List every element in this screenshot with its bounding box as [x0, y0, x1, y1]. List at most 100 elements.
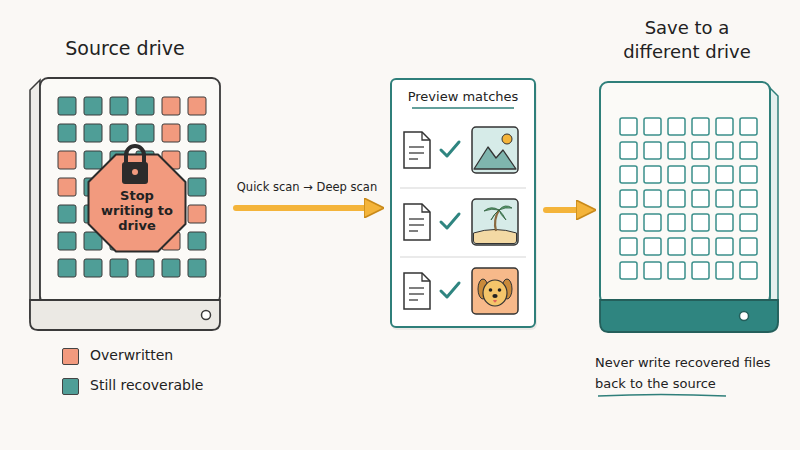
data-block [162, 259, 180, 277]
empty-block [692, 190, 709, 207]
drive-heading: Save to a different drive [612, 16, 762, 64]
empty-block [668, 190, 685, 207]
empty-block [620, 190, 637, 207]
empty-block [644, 262, 661, 279]
data-block [162, 97, 180, 115]
empty-block [668, 118, 685, 135]
empty-block [740, 142, 757, 159]
data-block [84, 124, 102, 142]
data-block [110, 97, 128, 115]
empty-block [692, 214, 709, 231]
legend-swatch [62, 378, 79, 395]
empty-block [668, 142, 685, 159]
flow-arrow [546, 207, 590, 213]
empty-block [692, 166, 709, 183]
source-drive-art [30, 78, 220, 330]
edge-label: Quick scan → Deep scan [227, 180, 387, 194]
empty-block [692, 262, 709, 279]
data-block [58, 259, 76, 277]
data-block [84, 151, 102, 169]
empty-block [740, 238, 757, 255]
drive-heading: Source drive [20, 36, 230, 60]
warning-note: Never write recovered files back to the … [595, 352, 787, 394]
empty-block [740, 214, 757, 231]
drive-side [770, 88, 778, 330]
empty-block [620, 262, 637, 279]
data-block [188, 232, 206, 250]
empty-block [644, 190, 661, 207]
legend-text: Still recoverable [90, 377, 203, 393]
legend-text: Overwritten [90, 347, 173, 363]
empty-block [644, 166, 661, 183]
data-block [58, 151, 76, 169]
drive-light [202, 311, 211, 320]
empty-block [740, 166, 757, 183]
data-block [188, 178, 206, 196]
data-block [162, 124, 180, 142]
empty-block [668, 238, 685, 255]
drive-base [600, 300, 778, 332]
data-block [58, 124, 76, 142]
drive-box: Save to a different drive [600, 82, 778, 332]
stop-octagon: Stop writing to drive [87, 153, 187, 253]
empty-block [620, 166, 637, 183]
empty-block [692, 142, 709, 159]
data-block [188, 151, 206, 169]
empty-block [644, 118, 661, 135]
empty-block [692, 238, 709, 255]
empty-block [716, 166, 733, 183]
legend-swatch [62, 348, 79, 365]
warning-text: Stop writing to drive [95, 188, 179, 233]
octagon-shape [89, 155, 186, 252]
drive-face [40, 78, 220, 304]
data-block [58, 97, 76, 115]
empty-block [644, 238, 661, 255]
flow-arrow [236, 205, 378, 211]
drive-face [600, 82, 770, 304]
empty-block [692, 118, 709, 135]
empty-block [740, 262, 757, 279]
empty-block [716, 214, 733, 231]
empty-block [644, 214, 661, 231]
empty-block [644, 142, 661, 159]
empty-block [716, 190, 733, 207]
panel-heading: Preview matches [392, 88, 534, 106]
data-block [58, 232, 76, 250]
target-drive-art [600, 82, 778, 332]
data-block [188, 259, 206, 277]
data-block [136, 124, 154, 142]
data-block [188, 205, 206, 223]
empty-block [620, 238, 637, 255]
empty-block [740, 118, 757, 135]
empty-block [620, 142, 637, 159]
data-block [110, 124, 128, 142]
data-block [58, 205, 76, 223]
empty-block [716, 142, 733, 159]
drive-light [740, 312, 749, 321]
empty-block [716, 238, 733, 255]
data-block [84, 259, 102, 277]
data-block [58, 178, 76, 196]
preview-panel: Preview matches [390, 78, 536, 328]
empty-block [740, 190, 757, 207]
data-block [84, 97, 102, 115]
drive-box: Source driveStop writing to drive [30, 78, 220, 330]
empty-block [716, 118, 733, 135]
block-grid [58, 97, 206, 277]
drive-side [30, 80, 40, 328]
data-block [188, 124, 206, 142]
empty-block [620, 214, 637, 231]
empty-block [668, 166, 685, 183]
empty-block [668, 214, 685, 231]
data-block [110, 259, 128, 277]
drive-base [30, 300, 220, 330]
empty-block [668, 262, 685, 279]
data-block [188, 97, 206, 115]
block-grid [620, 118, 757, 279]
note-underline [598, 395, 726, 397]
empty-block [620, 118, 637, 135]
empty-block [716, 262, 733, 279]
data-block [136, 259, 154, 277]
data-block [136, 97, 154, 115]
